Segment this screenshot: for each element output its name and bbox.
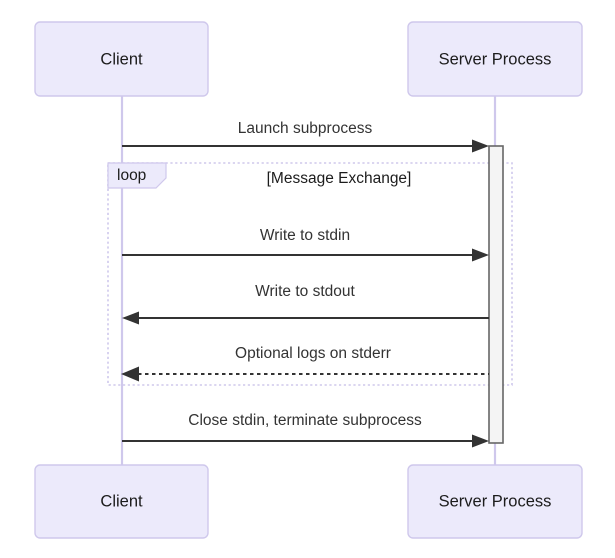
participant-box-server-bottom[interactable] [407, 464, 583, 539]
participant-client-bottom[interactable]: Client [34, 464, 209, 539]
message-label-launch-subprocess: Launch subprocess [238, 120, 373, 137]
loop-fragment-title-label: [Message Exchange] [267, 170, 412, 187]
message-write-to-stdout[interactable]: Write to stdout [122, 283, 489, 325]
loop-fragment-tab-label: loop [117, 167, 146, 184]
arrowhead-left-icon [122, 311, 139, 325]
loop-fragment-tab [107, 162, 167, 189]
participant-box-server-top[interactable] [407, 21, 583, 97]
participant-server-top[interactable]: Server Process [407, 21, 583, 97]
message-optional-logs-on-stderr[interactable]: Optional logs on stderr [121, 345, 489, 382]
arrowhead-right-icon [472, 434, 489, 448]
loop-fragment[interactable]: loop [Message Exchange] [107, 162, 513, 386]
activation-bar-server [488, 145, 504, 444]
participant-server-bottom[interactable]: Server Process [407, 464, 583, 539]
participant-box-client-bottom[interactable] [34, 464, 209, 539]
participant-box-client-top[interactable] [34, 21, 209, 97]
message-write-to-stdin[interactable]: Write to stdin [122, 227, 489, 262]
message-label-write-to-stdin: Write to stdin [260, 227, 350, 244]
loop-fragment-frame [107, 162, 513, 386]
participant-client-top[interactable]: Client [34, 21, 209, 97]
arrowhead-left-icon [121, 366, 139, 382]
arrowhead-right-icon [472, 248, 489, 262]
participant-label-client-top: Client [100, 50, 143, 68]
message-launch-subprocess[interactable]: Launch subprocess [122, 120, 489, 153]
message-label-close-stdin-terminate-subprocess: Close stdin, terminate subprocess [188, 412, 422, 429]
message-label-write-to-stdout: Write to stdout [255, 283, 355, 300]
participant-label-server-top: Server Process [439, 50, 552, 68]
message-close-stdin-terminate-subprocess[interactable]: Close stdin, terminate subprocess [122, 412, 489, 448]
participant-label-client-bottom: Client [100, 492, 143, 510]
participant-label-server-bottom: Server Process [439, 492, 552, 510]
arrowhead-right-icon [472, 139, 489, 153]
message-label-optional-logs-on-stderr: Optional logs on stderr [235, 345, 391, 362]
lifelines-group [120, 96, 497, 465]
